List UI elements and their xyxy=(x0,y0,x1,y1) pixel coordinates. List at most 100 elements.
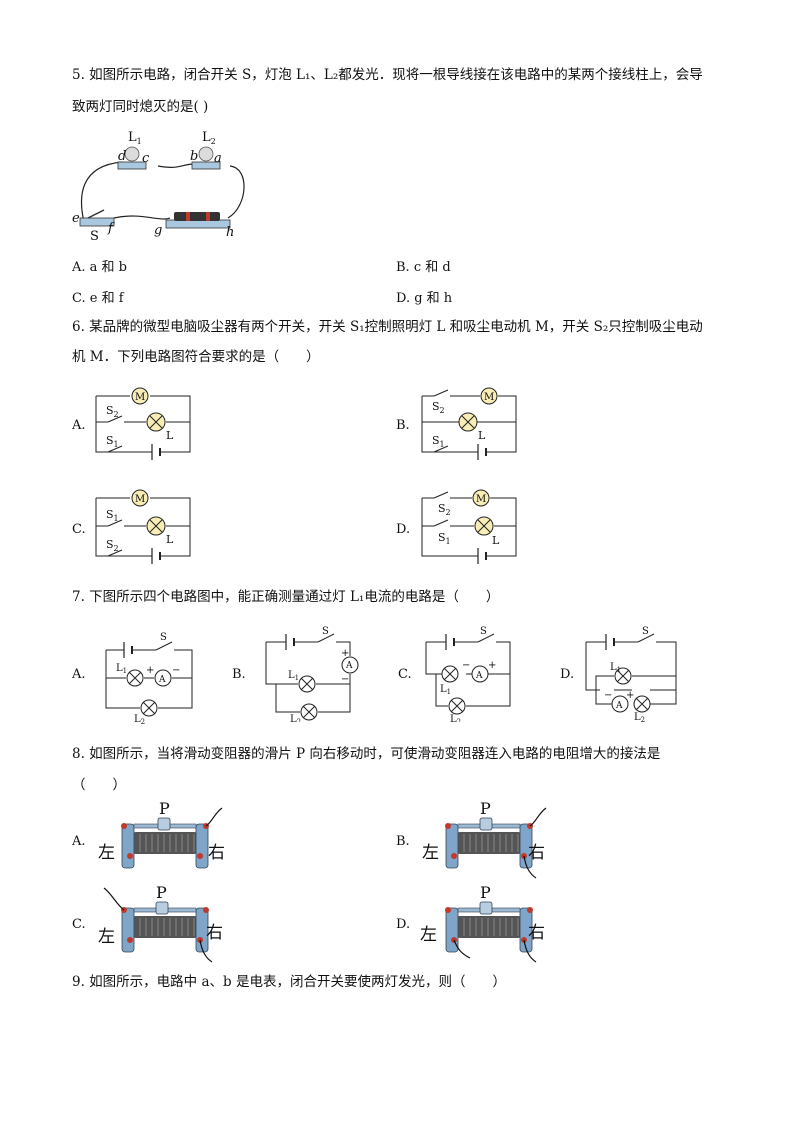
q8-rheostat-C: P 左 右 xyxy=(98,884,223,963)
q8D-label-P: P xyxy=(480,884,491,902)
q7B-label-S: S xyxy=(322,626,329,637)
svg-text:L1: L1 xyxy=(610,662,621,674)
q5-label-L1: L xyxy=(128,130,137,145)
q7A-L1-sub: 1 xyxy=(123,667,127,675)
q8A-slider xyxy=(157,817,171,831)
q7B-L2: L xyxy=(290,714,297,722)
q8B-slider xyxy=(479,817,493,831)
q6C-label-L: L xyxy=(166,533,174,546)
q6C-motor-icon xyxy=(131,489,149,507)
q7C-L1: L xyxy=(440,684,447,695)
q5-circuit-figure: L1 L2 d c b a e f S g h xyxy=(72,130,245,244)
q7D-plus: + xyxy=(626,690,634,701)
q5-label-L2-sub: 2 xyxy=(211,137,216,146)
q8A-label-right: 右 xyxy=(208,843,225,863)
q8D-label-right: 右 xyxy=(528,923,545,943)
q6D-motor-icon xyxy=(472,489,490,507)
q6-option-B[interactable]: B. xyxy=(396,418,410,433)
q8-option-D[interactable]: D. xyxy=(396,917,411,932)
q5-option-B[interactable]: B. c 和 d xyxy=(396,260,451,275)
q8C-label-right: 右 xyxy=(206,923,223,943)
q5-option-C[interactable]: C. e 和 f xyxy=(72,291,124,306)
svg-text:S2: S2 xyxy=(432,400,445,415)
q7-stem: 7. 下图所示四个电路图中，能正确测量通过灯 L₁电流的电路是（ ） xyxy=(72,589,500,605)
q6-stem-line2: 机 M．下列电路图符合要求的是（ ） xyxy=(72,349,320,365)
q6-stem-line1: 6. 某品牌的微型电脑吸尘器有两个开关，开关 S₁控制照明灯 L 和吸尘电动机 … xyxy=(72,319,703,335)
q7-option-B[interactable]: B. xyxy=(232,667,246,682)
q5-bulb-L2-base xyxy=(191,161,221,170)
q7-option-D[interactable]: D. xyxy=(560,667,575,682)
q8D-slider xyxy=(479,901,493,915)
q8-option-C[interactable]: C. xyxy=(72,917,86,932)
q8-option-A[interactable]: A. xyxy=(72,834,86,849)
q8B-label-left: 左 xyxy=(422,843,439,863)
q9-stem: 9. 如图所示，电路中 a、b 是电表，闭合开关要使两灯发光，则（ ） xyxy=(72,974,506,990)
q6A-label-M: M xyxy=(135,392,145,403)
q7A-ammeter-label: A xyxy=(158,675,166,685)
q7A-L2: L xyxy=(134,714,141,724)
svg-text:L1: L1 xyxy=(440,684,451,696)
q6C-label-S2-sub: 2 xyxy=(114,544,119,553)
q6-option-A[interactable]: A. xyxy=(72,418,86,433)
q6B-motor-icon xyxy=(480,387,498,405)
q6B-label-S2-sub: 2 xyxy=(440,406,445,415)
q8-option-B[interactable]: B. xyxy=(396,834,410,849)
q5-label-L1-sub: 1 xyxy=(137,137,142,146)
q6C-label-S2: S xyxy=(106,538,114,551)
q6D-label-S1: S xyxy=(438,531,446,544)
q7B-minus: − xyxy=(341,674,349,685)
q7D-minus: − xyxy=(604,690,612,701)
q5-option-A[interactable]: A. a 和 b xyxy=(72,260,127,275)
q6C-label-S1: S xyxy=(106,508,114,521)
q5-label-f: f xyxy=(107,221,115,236)
q5-stem-line2: 致两灯同时熄灭的是( ) xyxy=(72,99,209,115)
q6-option-C[interactable]: C. xyxy=(72,522,86,537)
q5-bulb-L2 xyxy=(198,146,214,162)
q7D-L1: L xyxy=(610,662,617,673)
q8A-label-P: P xyxy=(159,800,170,818)
q6A-motor-icon xyxy=(131,387,149,405)
q8D-label-left: 左 xyxy=(420,925,437,945)
svg-text:L2: L2 xyxy=(202,130,216,146)
q8C-label-left: 左 xyxy=(98,927,115,947)
q5-label-c: c xyxy=(142,151,150,166)
q6B-label-S1-sub: 1 xyxy=(440,440,445,449)
q5-wire-left xyxy=(81,161,123,223)
q5-option-D[interactable]: D. g 和 h xyxy=(396,291,453,306)
q6A-label-L: L xyxy=(166,429,174,442)
svg-text:L1: L1 xyxy=(288,670,299,682)
q5-bulb-L1-base xyxy=(117,161,147,170)
q8-rheostat-D: P 左 右 xyxy=(420,884,545,963)
q7D-L1-sub: 1 xyxy=(617,666,621,674)
q5-battery-base xyxy=(165,219,231,229)
q6B-label-S1: S xyxy=(432,434,440,447)
q6-circuit-C: M L S1 S2 xyxy=(95,489,191,564)
q8C-slider xyxy=(155,901,169,915)
q7C-plus: + xyxy=(488,660,496,671)
q6A-label-S2-sub: 2 xyxy=(114,410,119,419)
q6A-label-S1: S xyxy=(106,434,114,447)
q5-label-d: d xyxy=(118,149,126,164)
q8C-label-P: P xyxy=(156,884,167,902)
q5-label-b: b xyxy=(190,149,198,164)
svg-text:L1: L1 xyxy=(116,663,127,675)
q7B-L1: L xyxy=(288,670,295,681)
svg-text:S2: S2 xyxy=(106,538,119,553)
q7B-plus: + xyxy=(341,648,349,659)
q6D-label-S2: S xyxy=(438,502,446,515)
q7-option-C[interactable]: C. xyxy=(398,667,412,682)
q6-option-D[interactable]: D. xyxy=(396,522,411,537)
q6B-label-S2: S xyxy=(432,400,440,413)
q5-stem-line1: 5. 如图所示电路，闭合开关 S，灯泡 L₁、L₂都发光．现将一根导线接在该电路… xyxy=(72,67,703,83)
q7A-plus: + xyxy=(146,665,154,676)
q5-switch-base xyxy=(79,217,115,227)
q7-option-A[interactable]: A. xyxy=(72,667,86,682)
svg-text:L2: L2 xyxy=(290,714,301,722)
q6D-label-S1-sub: 1 xyxy=(446,537,451,546)
q6D-label-L: L xyxy=(492,534,500,547)
q7B-L2-sub: 2 xyxy=(297,718,301,722)
q7C-ammeter-icon xyxy=(471,665,489,683)
svg-text:L2: L2 xyxy=(450,714,461,722)
q7A-L2-sub: 2 xyxy=(141,718,145,724)
